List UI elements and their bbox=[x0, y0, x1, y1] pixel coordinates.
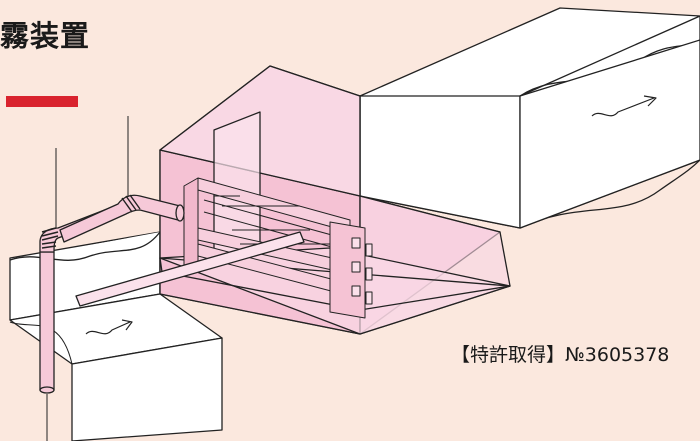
page-title: 霧装置 bbox=[0, 19, 91, 53]
patent-note: 【特許取得】№3605378 bbox=[451, 344, 670, 366]
airflow-arrow-icon bbox=[591, 95, 657, 117]
airflow-arrow-icon bbox=[85, 319, 133, 335]
long-pipe bbox=[75, 231, 305, 307]
hanger-rods bbox=[46, 116, 129, 441]
upper-supply-pipe bbox=[59, 194, 185, 243]
accent-bar bbox=[6, 96, 78, 107]
outlet-duct bbox=[359, 7, 700, 229]
